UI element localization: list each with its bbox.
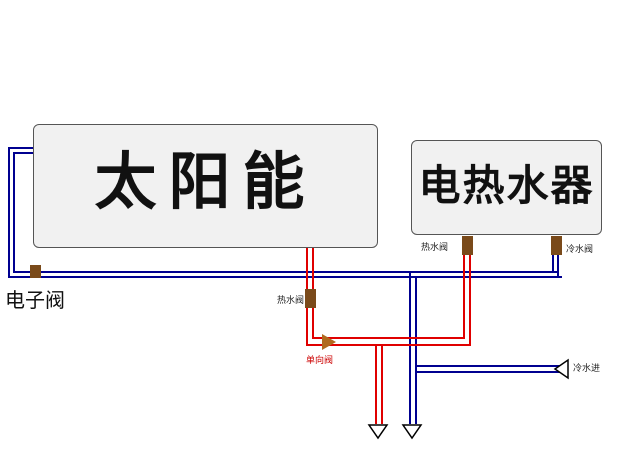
hot-outlet-arrow-icon xyxy=(367,424,389,440)
check-valve-label: 单向阀 xyxy=(306,356,334,366)
cold-inlet-label: 冷水进 xyxy=(573,364,601,374)
check-valve-icon xyxy=(322,334,336,350)
cold-valve-heater-label: 冷水阀 xyxy=(566,245,594,255)
cold-inlet-arrow-icon xyxy=(553,358,569,380)
solar-heater-box: 太阳能 xyxy=(33,124,378,248)
solar-heater-title: 太阳能 xyxy=(94,145,317,218)
hot-valve-left-icon xyxy=(305,289,316,308)
electric-heater-box: 电热水器 xyxy=(411,140,602,235)
cold-valve-heater-icon xyxy=(551,236,562,255)
cold-pipe-solar-left-inner xyxy=(13,152,416,273)
hot-valve-heater-icon xyxy=(462,236,473,255)
cold-outlet-arrow-icon xyxy=(401,424,423,440)
hot-valve-heater-label: 热水阀 xyxy=(421,243,449,253)
electronic-valve-icon xyxy=(30,265,41,278)
electronic-valve-label: 电子阀 xyxy=(5,288,65,312)
cold-pipes xyxy=(8,147,562,424)
cold-pipe-solar-left-outer xyxy=(8,147,416,278)
electric-heater-title: 电热水器 xyxy=(418,161,595,210)
hot-valve-left-label: 热水阀 xyxy=(277,296,305,306)
hot-pipes xyxy=(306,236,471,424)
